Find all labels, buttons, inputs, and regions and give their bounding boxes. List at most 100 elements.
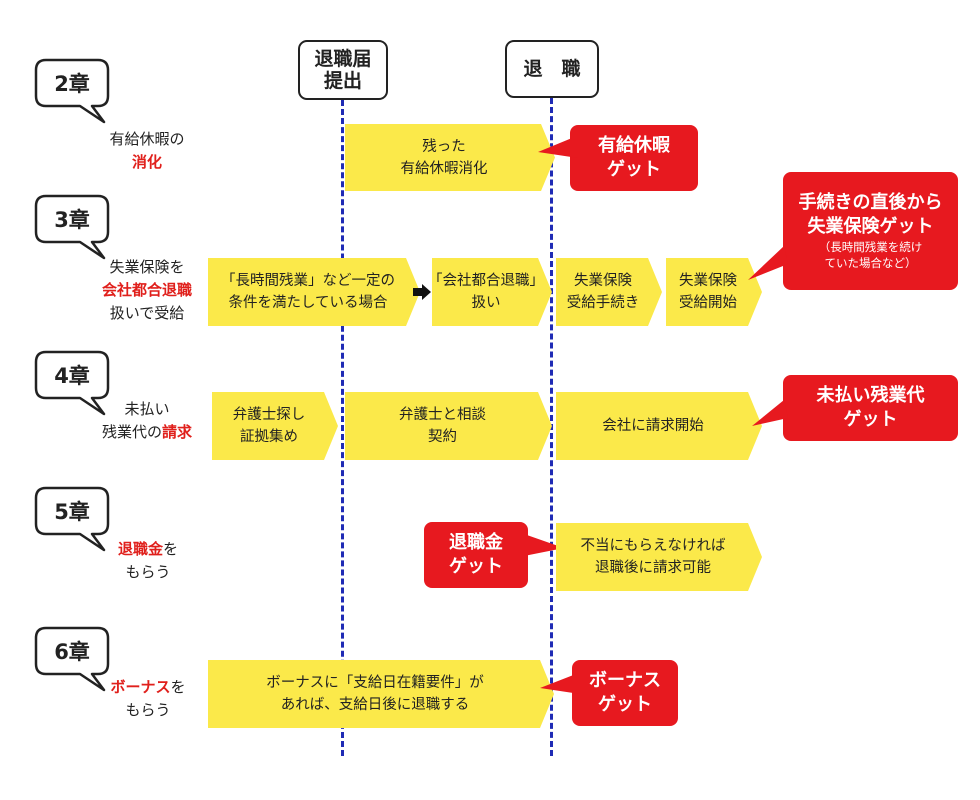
description-text: もらう (125, 563, 171, 581)
description-text: を (170, 678, 186, 696)
step-line: 不当にもらえなければ (580, 538, 726, 554)
step-company-reason-treatment: 「会社都合退職」扱い (432, 258, 552, 326)
header-retirement-label: 退 職 (523, 58, 581, 80)
highlight-text: 消化 (131, 153, 162, 171)
highlight-text: ボーナス (110, 678, 171, 696)
description-line: 消化 (82, 151, 212, 174)
description-text: 有給休暇の (109, 130, 185, 148)
callout-line: 未払い残業代 (816, 385, 925, 406)
header-resignation-line2: 提出 (323, 70, 362, 92)
step-line: 契約 (428, 429, 457, 445)
step-long-overtime-condition: 「長時間残業」など一定の条件を満たしている場合 (208, 258, 420, 326)
step-bonus-payday-requirement: ボーナスに「支給日在籍要件」があれば、支給日後に退職する (208, 660, 554, 728)
chapter-label: 3章 (54, 208, 90, 232)
chapter-bubble: 4章 (34, 350, 110, 416)
highlight-text: 請求 (162, 423, 193, 441)
step-line: 弁護士と相談 (399, 407, 486, 423)
step-unemployment-application: 失業保険受給手続き (556, 258, 662, 326)
description-line: 未払い (82, 398, 212, 421)
callout-line: 退職金 (449, 532, 503, 553)
callout-note-line: （長時間残業を続け (818, 240, 923, 254)
speech-bubble-icon (34, 58, 110, 124)
chapter-description: ボーナスをもらう (92, 676, 204, 722)
callout-pointer (748, 246, 788, 280)
step-unemployment-start: 失業保険受給開始 (666, 258, 762, 326)
step-line: 受給開始 (679, 295, 737, 311)
callout-line: ボーナス (589, 670, 661, 691)
speech-bubble-icon (34, 350, 110, 416)
speech-bubble-icon (34, 486, 110, 552)
callout-line: ゲット (607, 159, 661, 180)
speech-bubble-icon (34, 194, 110, 260)
step-claim-after-retirement: 不当にもらえなければ退職後に請求可能 (556, 523, 762, 591)
callout-line: 有給休暇 (598, 135, 670, 156)
step-line: 失業保険 (679, 273, 737, 289)
callout-unemployment-get: 手続きの直後から 失業保険ゲット （長時間残業を続け ていた場合など） (783, 172, 958, 290)
step-line: 証拠集め (240, 429, 298, 445)
step-line: 受給手続き (566, 295, 640, 311)
speech-bubble-icon (34, 626, 110, 692)
description-line: 扱いで受給 (82, 302, 212, 325)
header-retirement: 退 職 (505, 40, 599, 98)
description-text: 失業保険を (109, 258, 185, 276)
callout-paid-leave-get: 有給休暇 ゲット (570, 125, 698, 191)
description-text: を (163, 540, 179, 558)
callout-severance-get: 退職金 ゲット (424, 522, 528, 588)
callout-line: 手続きの直後から (798, 192, 943, 213)
callout-note-line: ていた場合など） (824, 256, 917, 270)
description-line: もらう (92, 561, 204, 584)
callout-line: 失業保険ゲット (807, 216, 934, 237)
chapter-bubble: 2章 (34, 58, 110, 124)
step-line: 失業保険 (574, 273, 632, 289)
callout-pointer (540, 674, 580, 694)
chapter-description: 失業保険を会社都合退職扱いで受給 (82, 256, 212, 325)
description-line: もらう (92, 699, 204, 722)
step-line: 扱い (471, 295, 501, 311)
chapter-description: 退職金をもらう (92, 538, 204, 584)
description-text: 扱いで受給 (109, 304, 185, 322)
chapter-label: 4章 (54, 364, 90, 388)
callout-line: ゲット (598, 694, 652, 715)
description-line: 残業代の請求 (82, 421, 212, 444)
step-line: 退職後に請求可能 (595, 560, 711, 576)
chapter-description: 未払い残業代の請求 (82, 398, 212, 444)
step-claim-company: 会社に請求開始 (556, 392, 762, 460)
description-line: 有給休暇の (82, 128, 212, 151)
chapter-bubble: 3章 (34, 194, 110, 260)
step-line: 会社に請求開始 (602, 418, 704, 434)
header-resignation-submission: 退職届 提出 (298, 40, 388, 100)
callout-overtime-pay-get: 未払い残業代 ゲット (783, 375, 958, 441)
chapter-label: 2章 (54, 72, 90, 96)
step-find-lawyer: 弁護士探し証拠集め (212, 392, 338, 460)
step-line: ボーナスに「支給日在籍要件」が (266, 675, 484, 691)
chapter-bubble: 5章 (34, 486, 110, 552)
callout-pointer (752, 400, 788, 426)
chapter-label: 6章 (54, 640, 90, 664)
step-line: 有給休暇消化 (400, 160, 488, 177)
chapter-label: 5章 (54, 500, 90, 524)
description-line: 退職金を (92, 538, 204, 561)
step-remaining-leave-use: 残った有給休暇消化 (345, 124, 555, 191)
callout-pointer (538, 138, 578, 158)
callout-pointer (524, 534, 564, 556)
step-line: 「長時間残業」など一定の (221, 273, 395, 289)
callout-line: ゲット (449, 556, 503, 577)
description-line: 失業保険を (82, 256, 212, 279)
highlight-text: 会社都合退職 (101, 281, 192, 299)
description-line: ボーナスを (92, 676, 204, 699)
description-line: 会社都合退職 (82, 279, 212, 302)
step-lawyer-consult: 弁護士と相談契約 (345, 392, 552, 460)
step-line: 条件を満たしている場合 (228, 295, 388, 311)
chapter-bubble: 6章 (34, 626, 110, 692)
step-line: 残った (422, 138, 466, 155)
chapter-description: 有給休暇の消化 (82, 128, 212, 174)
callout-bonus-get: ボーナス ゲット (572, 660, 678, 726)
highlight-text: 退職金 (117, 540, 163, 558)
header-resignation-line1: 退職届 (314, 48, 372, 70)
description-text: 残業代の (101, 423, 162, 441)
step-line: あれば、支給日後に退職する (280, 697, 470, 713)
description-text: もらう (125, 701, 171, 719)
step-line: 弁護士探し (232, 407, 306, 423)
timeline-resignation-submission (341, 100, 344, 756)
